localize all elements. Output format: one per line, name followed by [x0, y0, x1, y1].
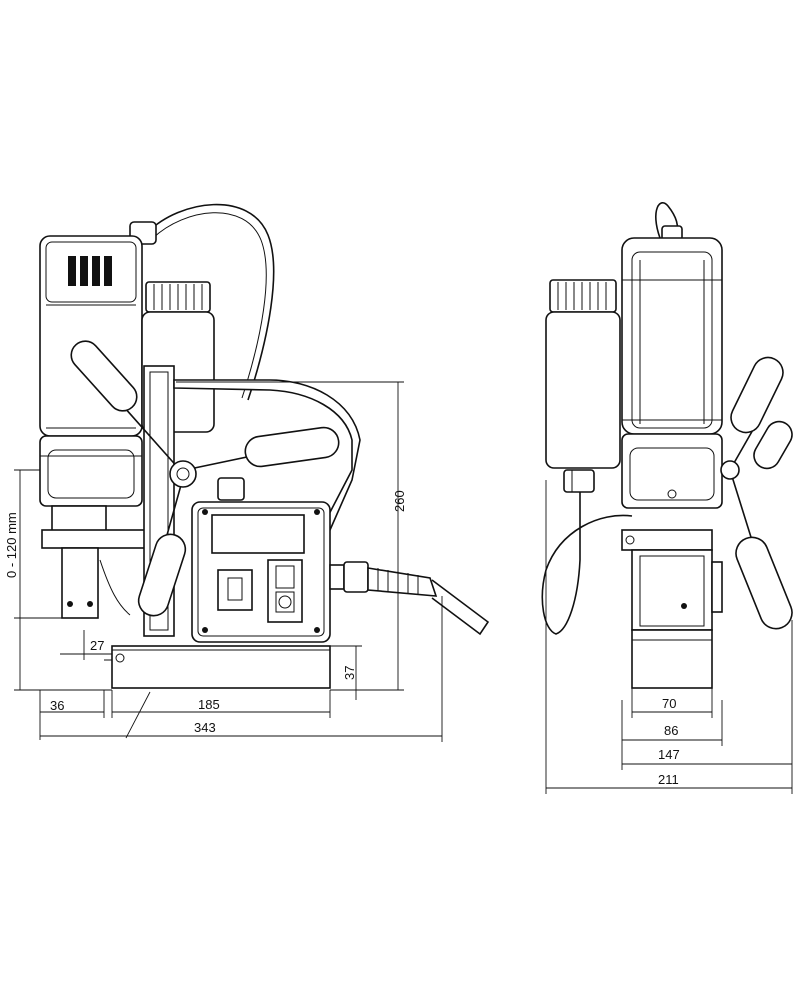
- power-cable: [147, 203, 275, 401]
- front-magnet-base: [631, 629, 713, 689]
- side-view: [39, 203, 490, 689]
- lever-handle-top[interactable]: [65, 335, 142, 416]
- magnet-base: [111, 645, 331, 689]
- side-width-147-label: 147: [658, 747, 680, 762]
- carry-handle: [173, 379, 361, 533]
- gearbox: [39, 435, 143, 507]
- body-width-86-label: 86: [664, 723, 678, 738]
- overall-length-343-label: 343: [194, 720, 216, 735]
- coolant-hose: [541, 492, 633, 635]
- base-length-185-label: 185: [198, 697, 220, 712]
- side-view-dimensions: 0 - 120 mm 260 37 27 36 185 343: [4, 381, 443, 742]
- front-lever-hub: [720, 460, 740, 480]
- vent-grille-icon: [68, 256, 112, 286]
- stroke-range-label: 0 - 120 mm: [4, 512, 19, 578]
- front-lever-handle-bottom[interactable]: [731, 533, 797, 634]
- spindle-plate: [41, 529, 153, 549]
- front-gearbox: [621, 433, 723, 509]
- front-view-dimensions: 70 86 147 211: [545, 480, 793, 794]
- magnet-width-70-label: 70: [662, 696, 676, 711]
- display-window: [211, 514, 305, 554]
- coolant-valve[interactable]: [563, 469, 595, 493]
- feed-lever: [65, 335, 340, 619]
- spindle-collar: [51, 505, 107, 533]
- height-260-label: 260: [392, 490, 407, 512]
- front-feed-lever: [720, 352, 797, 634]
- front-slide: [631, 549, 713, 631]
- base-height-37-label: 37: [342, 666, 357, 680]
- power-cord: [431, 579, 490, 636]
- front-lever-handle-mid[interactable]: [749, 417, 797, 473]
- front-motor-housing: [621, 237, 723, 435]
- front-spindle-plate: [621, 529, 713, 551]
- front-view: [541, 202, 797, 689]
- offset-36-label: 36: [50, 698, 64, 713]
- magnet-switch[interactable]: [217, 569, 253, 611]
- lever-hub: [169, 460, 197, 488]
- lever-handle-right[interactable]: [243, 426, 340, 469]
- cord-gland: [329, 564, 345, 590]
- spindle: [61, 547, 99, 619]
- front-lever-handle-top[interactable]: [726, 352, 788, 437]
- motor-switch[interactable]: [267, 559, 303, 623]
- connector: [217, 477, 245, 501]
- overall-width-211-label: 211: [658, 772, 679, 787]
- offset-27-label: 27: [90, 638, 104, 653]
- strain-relief: [367, 567, 438, 597]
- lever-handle-bottom[interactable]: [135, 530, 189, 619]
- front-coolant-tank: [545, 311, 621, 469]
